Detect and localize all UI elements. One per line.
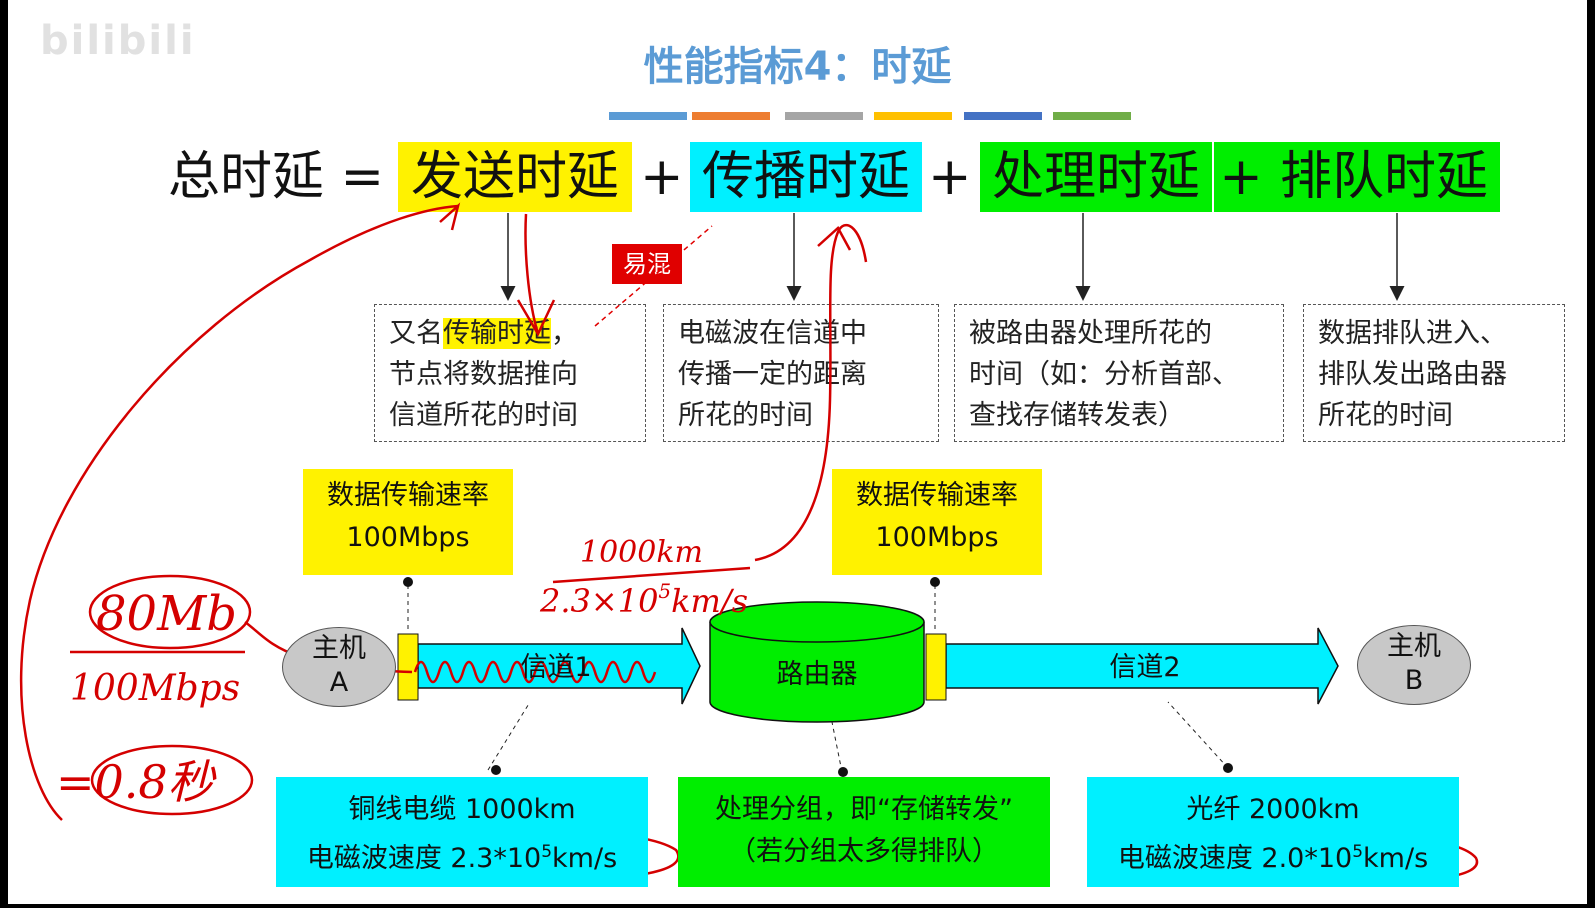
interface-a — [397, 633, 419, 701]
plus-sign-3: + — [1214, 142, 1268, 212]
curve-arrowhead — [439, 202, 461, 231]
plus-sign-1: + — [640, 147, 684, 207]
bottom-center-connector — [831, 721, 843, 773]
circle-80mb — [88, 574, 252, 650]
color-bar-gold — [874, 112, 952, 120]
confusable-dashed-link — [594, 225, 713, 327]
hand-speed-base: 2.3×10 — [539, 582, 658, 620]
color-bar-darkblue — [964, 112, 1042, 120]
router-label: 路由器 — [777, 659, 858, 690]
rate-right-dot — [930, 577, 940, 587]
processing-delay-description: 被路由器处理所花的 时间（如：分析首部、 查找存储转发表） — [954, 304, 1284, 442]
rate-box-right: 数据传输速率 100Mbps — [832, 469, 1042, 575]
copper-cable-box: 铜线电缆 1000km 电磁波速度 2.3*105km/s — [276, 777, 648, 887]
hand-annotations — [19, 202, 1479, 883]
plus-sign-2: + — [928, 147, 972, 207]
fiber-line1: 光纤 2000km — [1186, 794, 1360, 825]
bottom-left-connector — [487, 701, 531, 771]
color-bar-orange — [692, 112, 770, 120]
fiber-line2: 电磁波速度 2.0*105km/s — [1087, 831, 1459, 880]
store-and-forward-box: 处理分组，即“存储转发” （若分组太多得排队） — [678, 777, 1050, 887]
queuing-delay-term: 排队时延 — [1268, 142, 1500, 212]
bottom-right-dot — [1223, 763, 1233, 773]
slide-title: 性能指标4：时延 — [643, 44, 952, 90]
queuing-delay-description: 数据排队进入、 排队发出路由器 所花的时间 — [1303, 304, 1565, 442]
bottom-center-dot — [838, 767, 848, 777]
copper-speed-exp: 5 — [541, 842, 553, 862]
color-bar-green — [1053, 112, 1131, 120]
channel-2-label: 信道2 — [1109, 652, 1180, 683]
fiber-speed-b: km/s — [1363, 843, 1429, 874]
fraction-line-mid — [552, 566, 751, 584]
hand-result: =0.8秒 — [56, 755, 217, 809]
connector-arrows — [500, 213, 1405, 301]
bilibili-watermark: bilibili — [40, 18, 196, 64]
hand-speed: 2.3×105km/s — [539, 579, 748, 620]
transmission-delay-term: 发送时延 — [398, 142, 632, 212]
copper-speed-b: km/s — [552, 843, 618, 874]
total-delay-label: 总时延 = — [168, 147, 385, 207]
host-b-line1: 主机 — [1387, 631, 1441, 662]
hand-rate: 100Mbps — [70, 668, 240, 709]
channel-2-arrow — [945, 627, 1339, 705]
router-cylinder — [709, 601, 925, 723]
fiber-speed-exp: 5 — [1352, 842, 1364, 862]
send-delay-down-arrow — [516, 213, 556, 337]
rate-right-line1: 数据传输速率 — [856, 480, 1018, 511]
host-a-line2: A — [329, 667, 349, 698]
hand-speed-exp: 5 — [658, 579, 671, 603]
copper-line2: 电磁波速度 2.3*105km/s — [276, 831, 648, 880]
copper-speed-a: 电磁波速度 2.3*10 — [306, 843, 542, 874]
desc-rest: ， 节点将数据推向 信道所花的时间 — [389, 318, 578, 431]
host-b-line2: B — [1404, 665, 1424, 696]
rate-left-dot — [403, 577, 413, 587]
rate-left-line2: 100Mbps — [346, 522, 470, 553]
host-a-line1: 主机 — [312, 633, 366, 664]
copper-line1: 铜线电缆 1000km — [348, 794, 576, 825]
confusable-label: 易混 — [612, 244, 682, 284]
color-bar-blue — [609, 112, 687, 120]
rate-left-line1: 数据传输速率 — [327, 480, 489, 511]
hand-speed-unit: km/s — [671, 582, 748, 620]
transmission-delay-description: 又名传输时延， 节点将数据推向 信道所花的时间 — [374, 304, 646, 442]
prop-arrowhead — [817, 226, 852, 251]
circle-result — [90, 744, 254, 816]
signal-wave — [413, 660, 657, 684]
desc-prefix: 又名 — [389, 318, 443, 349]
processing-delay-term: 处理时延 — [980, 142, 1212, 212]
hand-distance: 1000km — [580, 535, 703, 570]
fiber-box: 光纤 2000km 电磁波速度 2.0*105km/s — [1087, 777, 1459, 887]
color-bar-gray — [785, 112, 863, 120]
center-line1: 处理分组，即“存储转发” — [715, 794, 1013, 825]
interface-router — [925, 633, 947, 701]
bottom-left-dot — [491, 765, 501, 775]
channel-1-arrow — [417, 627, 701, 705]
channel-1-label: 信道1 — [520, 652, 591, 683]
bottom-right-connector — [1167, 701, 1229, 769]
rate-box-left: 数据传输速率 100Mbps — [303, 469, 513, 575]
center-line2: （若分组太多得排队） — [729, 836, 999, 867]
propagation-delay-term: 传播时延 — [690, 142, 922, 212]
curve-to-send-delay — [19, 204, 459, 821]
hand-size: 80Mb — [96, 586, 237, 642]
fiber-speed-a: 电磁波速度 2.0*10 — [1117, 843, 1353, 874]
propagation-delay-description: 电磁波在信道中 传播一定的距离 所花的时间 — [663, 304, 939, 442]
rate-right-line2: 100Mbps — [875, 522, 999, 553]
curve-to-prop-delay — [754, 223, 868, 562]
